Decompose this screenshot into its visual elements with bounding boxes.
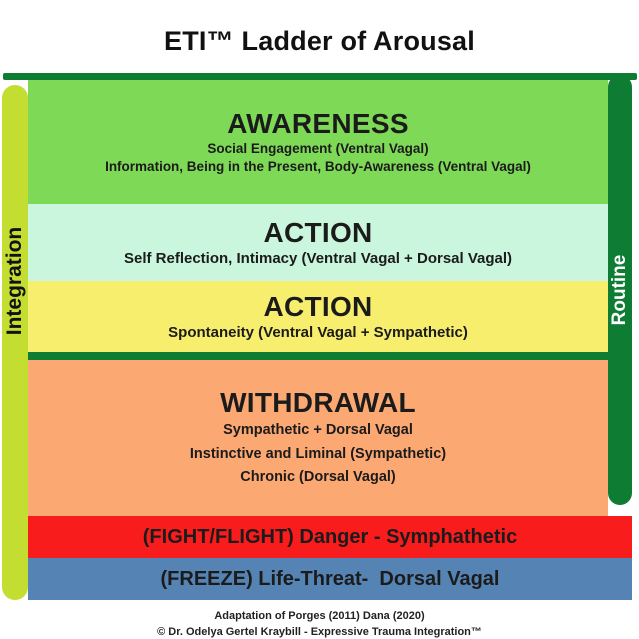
rung-heading: ACTION xyxy=(263,216,373,248)
routine-rail: Routine xyxy=(608,75,632,505)
rung-subline: Spontaneity (Ventral Vagal + Sympathetic… xyxy=(168,323,468,341)
rung-subline: Instinctive and Liminal (Sympathetic) xyxy=(189,445,447,462)
rung-subline: Information, Being in the Present, Body-… xyxy=(105,159,531,175)
rung-label: (FIGHT/FLIGHT) Danger - Symphathetic xyxy=(142,525,518,548)
top-frame-line xyxy=(3,73,637,80)
attribution-line-1: Adaptation of Porges (2011) Dana (2020) xyxy=(214,610,425,622)
rung-awareness: AWARENESS Social Engagement (Ventral Vag… xyxy=(28,80,608,204)
page-title: ETI™ Ladder of Arousal xyxy=(164,26,475,56)
rung-fight-flight: (FIGHT/FLIGHT) Danger - Symphathetic xyxy=(28,516,632,558)
rung-withdrawal: WITHDRAWAL Sympathetic + Dorsal Vagal In… xyxy=(28,360,608,516)
routine-rail-label: Routine xyxy=(609,254,630,326)
mid-frame-line xyxy=(28,352,632,360)
rung-action-reflection: ACTION Self Reflection, Intimacy (Ventra… xyxy=(28,204,608,281)
rung-action-spontaneity: ACTION Spontaneity (Ventral Vagal + Symp… xyxy=(28,281,608,352)
rung-subline: Chronic (Dorsal Vagal) xyxy=(240,468,396,485)
rung-subline: Self Reflection, Intimacy (Ventral Vagal… xyxy=(123,249,513,267)
rung-heading: AWARENESS xyxy=(227,108,409,140)
integration-rail: Integration xyxy=(2,85,28,600)
rung-heading: WITHDRAWAL xyxy=(220,387,416,419)
rung-heading: ACTION xyxy=(263,290,373,322)
attribution-footer: Adaptation of Porges (2011) Dana (2020) … xyxy=(0,609,639,639)
rung-subline: Social Engagement (Ventral Vagal) xyxy=(207,141,429,157)
rung-freeze: (FREEZE) Life-Threat- Dorsal Vagal xyxy=(28,558,632,600)
integration-rail-label: Integration xyxy=(3,226,26,335)
rung-label: (FREEZE) Life-Threat- Dorsal Vagal xyxy=(160,567,500,590)
attribution-line-2: © Dr. Odelya Gertel Kraybill - Expressiv… xyxy=(157,625,482,638)
rung-subline: Sympathetic + Dorsal Vagal xyxy=(223,422,413,439)
